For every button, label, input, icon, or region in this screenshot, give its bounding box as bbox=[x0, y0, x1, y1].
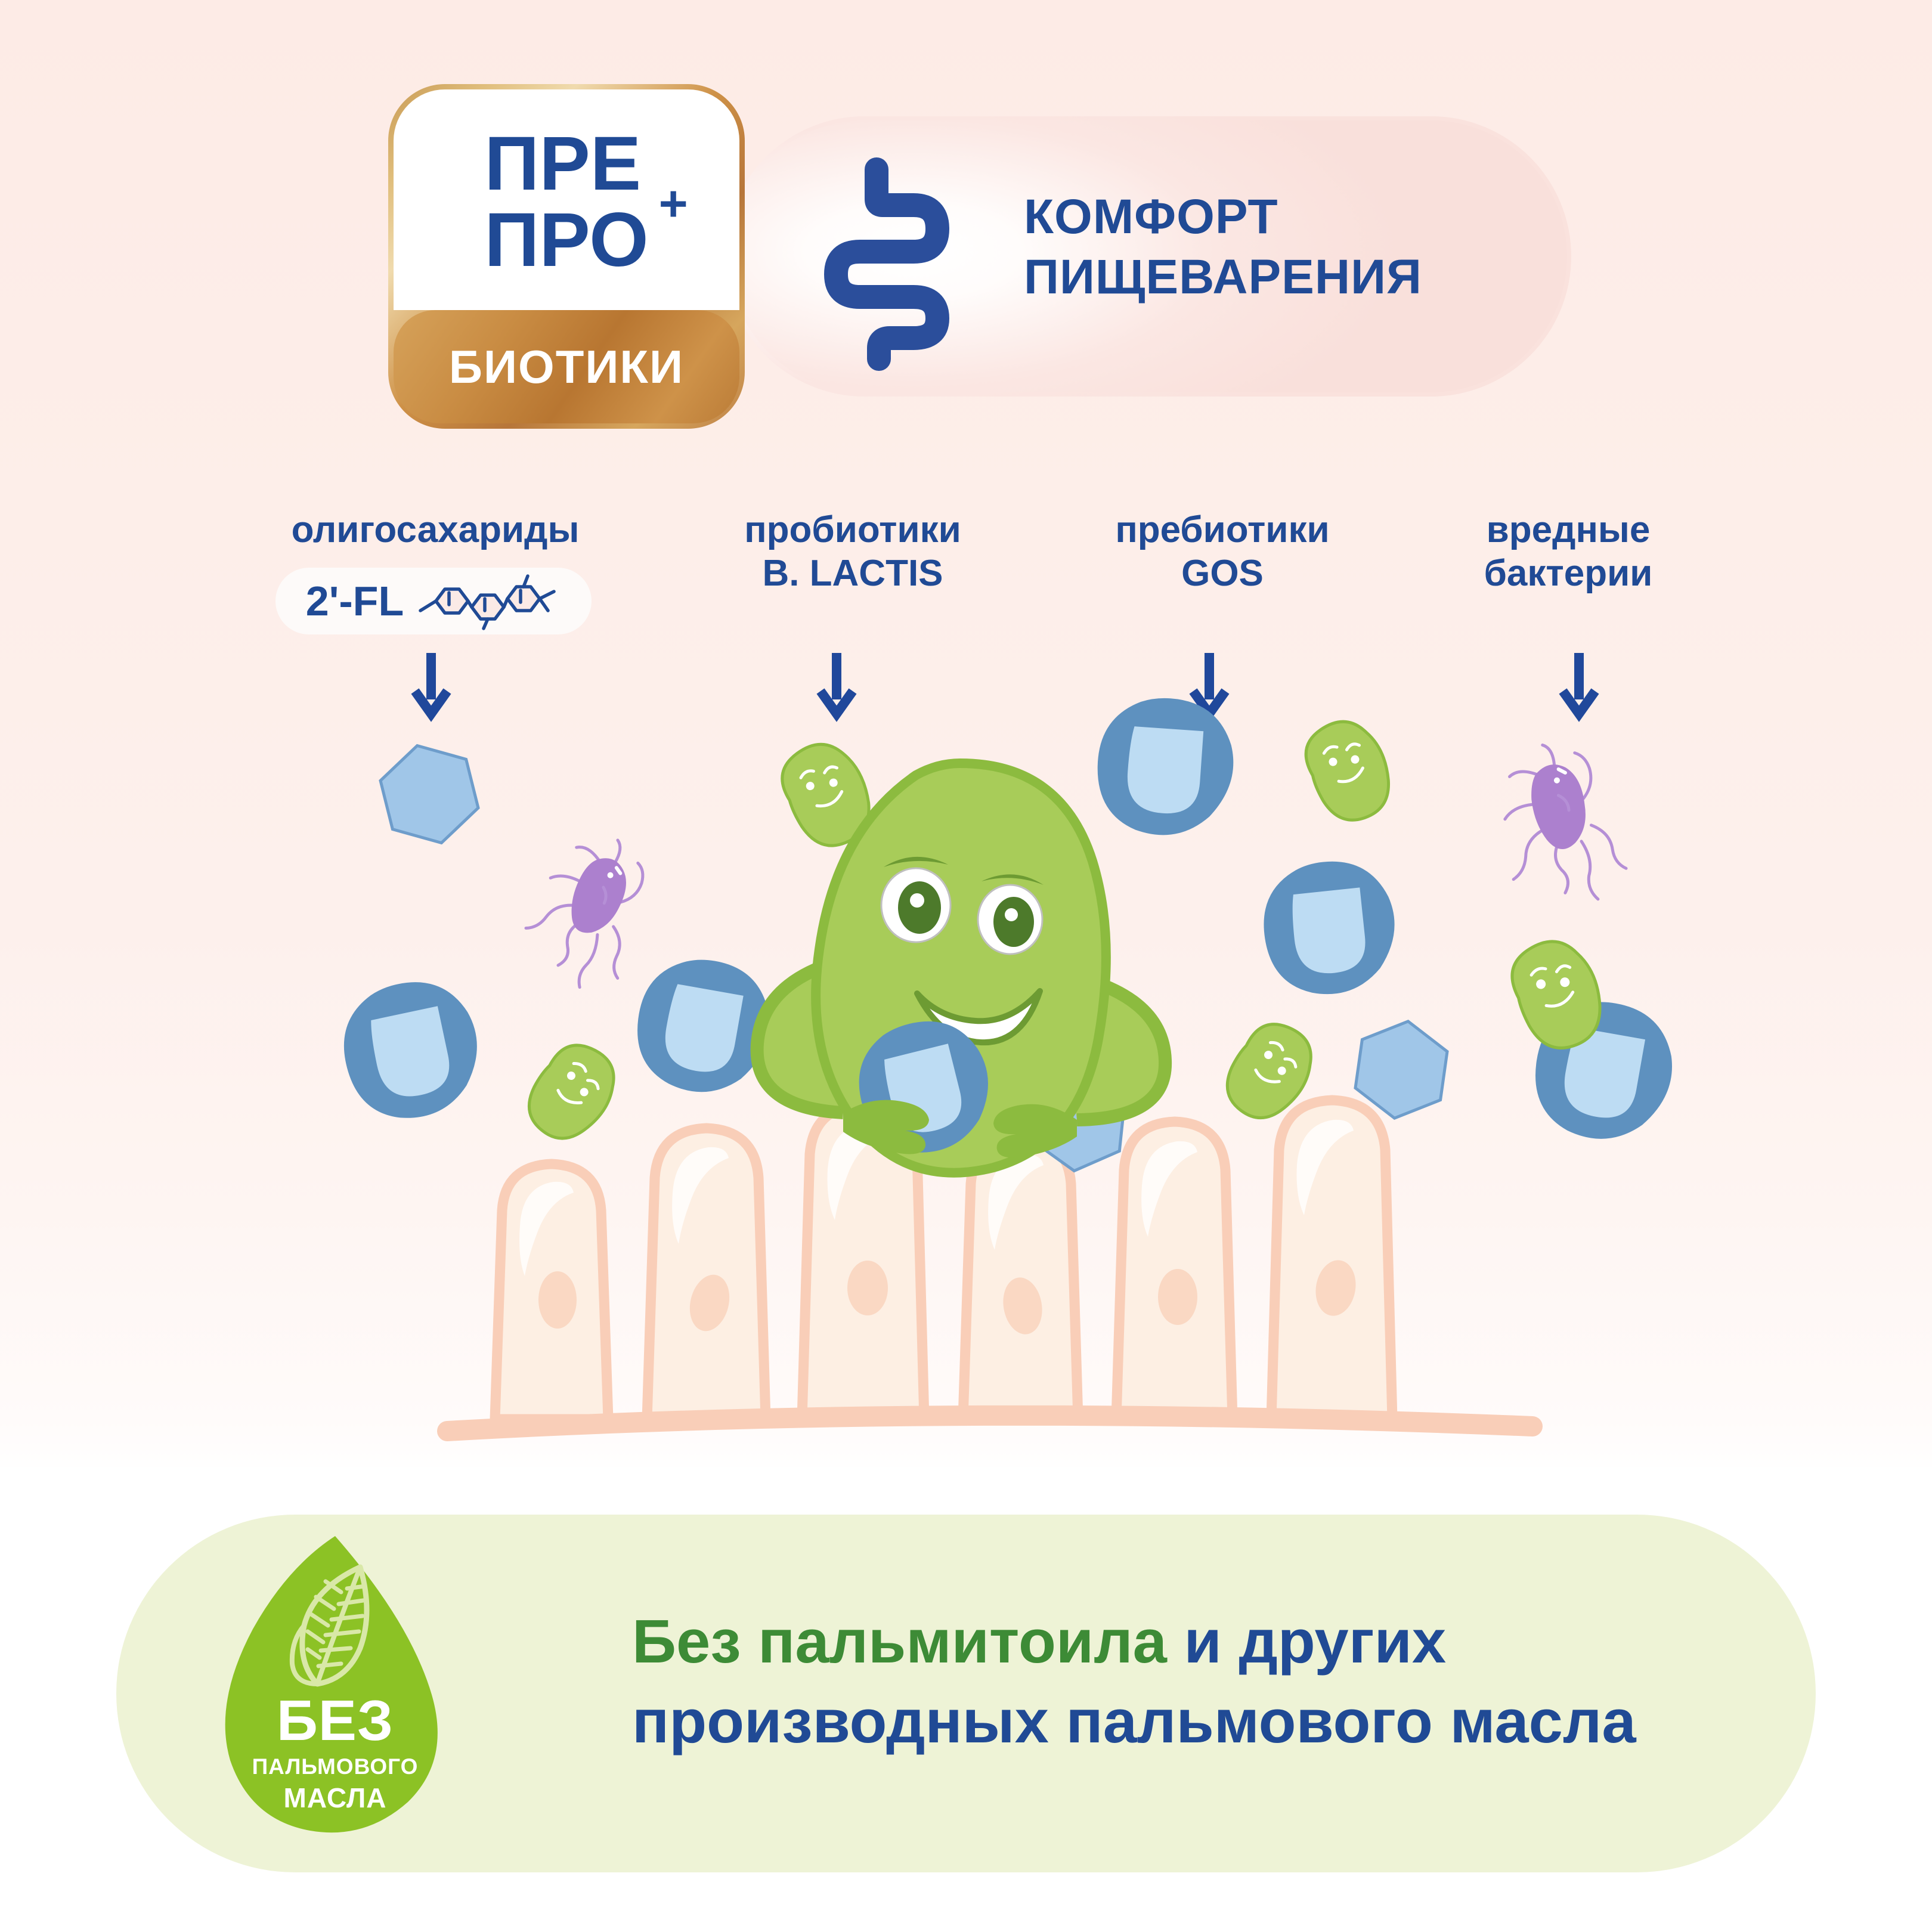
fl-pill: 2'-FL bbox=[275, 568, 592, 634]
header-row: КОМФОРТ ПИЩЕВАРЕНИЯ ПРЕ ПРО + БИОТИКИ bbox=[388, 84, 1586, 429]
mascot-eyes bbox=[880, 867, 1044, 955]
badge-line-2: ПАЛЬМОВОГО bbox=[252, 1754, 419, 1779]
gos-droplet-icon bbox=[1097, 698, 1234, 835]
badge-biotics-label: БИОТИКИ bbox=[448, 340, 685, 393]
column-label-prebiotics: пребиотики GOS bbox=[1038, 508, 1407, 595]
label-line-2: B. LACTIS bbox=[762, 553, 943, 595]
banner-text-green: Без пальмитоила bbox=[632, 1607, 1167, 1676]
leaf-drop-icon bbox=[225, 1536, 438, 1833]
green-bacterium-icon bbox=[1510, 940, 1602, 1049]
intestine-icon bbox=[824, 157, 949, 371]
no-palm-oil-badge: БЕЗ ПАЛЬМОВОГО МАСЛА bbox=[222, 1532, 448, 1837]
green-bacteria-group bbox=[527, 720, 1602, 1140]
label-line-2: бактерии bbox=[1484, 553, 1653, 595]
hexagon-oligosaccharide-icon bbox=[1354, 1019, 1449, 1120]
scene-particles bbox=[343, 698, 1672, 1173]
harmful-bacterium-icon bbox=[1503, 743, 1628, 901]
label-line-1: олигосахариды bbox=[291, 509, 580, 550]
green-bacterium-icon bbox=[781, 742, 871, 847]
label-line-1: пребиотики bbox=[1115, 509, 1330, 550]
fl-label: 2'-FL bbox=[305, 578, 404, 624]
gos-droplet-icon bbox=[343, 982, 477, 1118]
molecule-hexagons-icon bbox=[419, 574, 556, 630]
badge-line-pro: ПРО bbox=[484, 197, 649, 283]
smiling-probiotic-mascot bbox=[750, 758, 1172, 1178]
badge-line-3: МАСЛА bbox=[283, 1782, 387, 1813]
banner-text-blue-1: и других bbox=[1166, 1607, 1447, 1676]
comfort-text-block: КОМФОРТ ПИЩЕВАРЕНИЯ bbox=[1024, 187, 1519, 308]
badge-bottom-gold: БИОТИКИ bbox=[394, 310, 739, 423]
gos-droplet-group bbox=[343, 698, 1672, 1139]
hexagon-oligosaccharide-icon bbox=[379, 744, 480, 845]
comfort-line-1: КОМФОРТ bbox=[1024, 190, 1278, 244]
column-label-oligosaccharides: олигосахариды bbox=[179, 508, 692, 552]
green-bacterium-icon bbox=[1304, 720, 1391, 822]
column-label-harmful-bacteria: вредные бактерии bbox=[1401, 508, 1735, 595]
down-arrow-icon-oligosaccharides bbox=[411, 653, 451, 722]
harmful-bacteria-group bbox=[524, 743, 1628, 989]
badge-plus-sign: + bbox=[658, 175, 688, 231]
green-bacterium-icon bbox=[1225, 1023, 1312, 1120]
comfort-line-2: ПИЩЕВАРЕНИЯ bbox=[1024, 249, 1422, 304]
badge-line-1: БЕЗ bbox=[276, 1689, 394, 1753]
green-bacterium-icon bbox=[527, 1044, 615, 1140]
banner-text-blue-2: производных пальмового масла bbox=[632, 1686, 1636, 1755]
banner-text: Без пальмитоила и других производных пал… bbox=[632, 1602, 1765, 1761]
harmful-bacterium-icon bbox=[524, 838, 645, 989]
down-arrow-icon-probiotics bbox=[816, 653, 857, 722]
column-label-probiotics: пробиотики B. LACTIS bbox=[668, 508, 1038, 595]
prebiotic-probiotic-badge: ПРЕ ПРО + БИОТИКИ bbox=[388, 84, 745, 429]
label-line-1: пробиотики bbox=[744, 509, 961, 550]
gos-droplet-icon bbox=[1264, 861, 1395, 995]
digestive-comfort-pill: КОМФОРТ ПИЩЕВАРЕНИЯ bbox=[724, 116, 1571, 397]
badge-words: ПРЕ ПРО + bbox=[484, 121, 688, 283]
down-arrow-icon-harmful bbox=[1559, 653, 1599, 722]
label-line-1: вредные bbox=[1486, 509, 1651, 550]
intestinal-villi-illustration bbox=[437, 1095, 1543, 1441]
label-line-2: GOS bbox=[1181, 553, 1264, 595]
badge-line-pre: ПРЕ bbox=[484, 121, 642, 206]
gos-droplet-icon bbox=[637, 959, 769, 1092]
gut-scene bbox=[343, 698, 1672, 1441]
badge-top-white: ПРЕ ПРО + bbox=[394, 89, 739, 310]
